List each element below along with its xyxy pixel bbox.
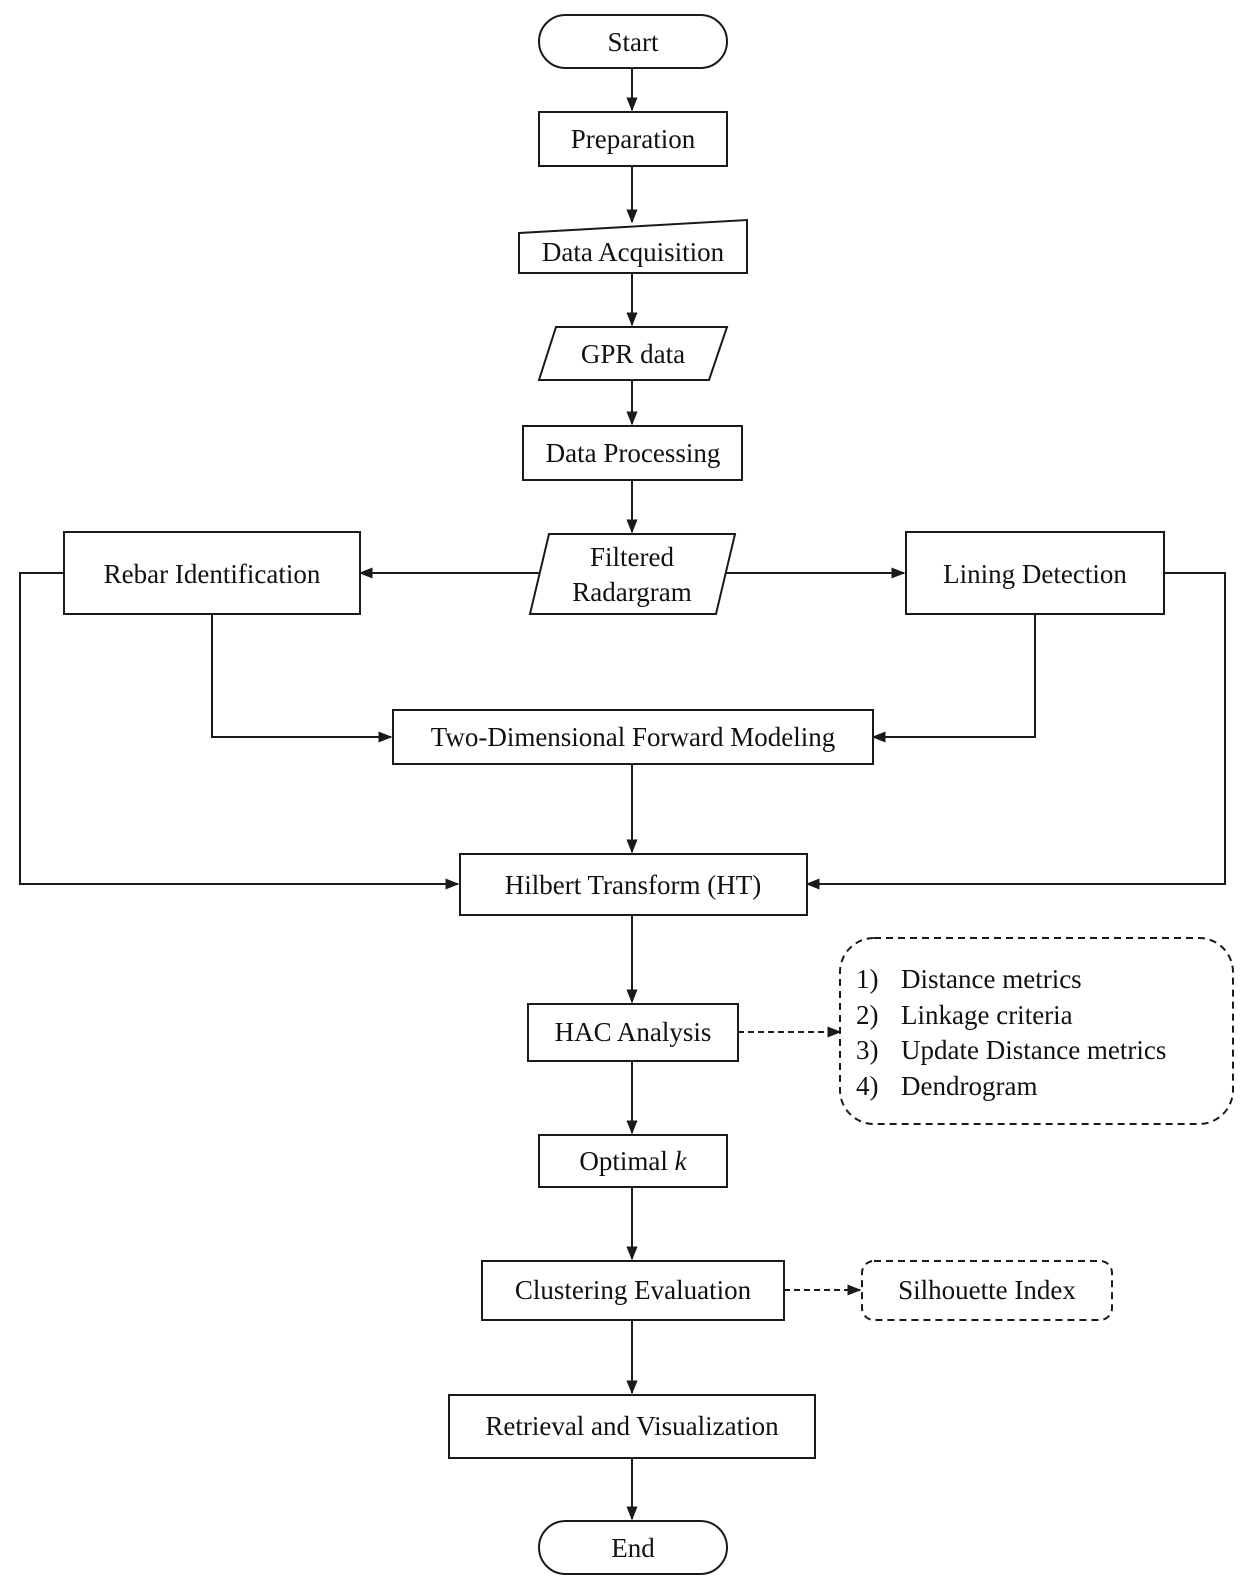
hac-step-3-text: Update Distance metrics (901, 1035, 1166, 1065)
node-start: Start (538, 14, 728, 69)
optimal-k-prefix: Optimal (579, 1146, 674, 1176)
node-lining-detection: Lining Detection (905, 531, 1165, 615)
node-filtered-radargram-line1: Filtered (590, 542, 674, 572)
arrow-rebar-to-ht (19, 572, 460, 890)
node-rebar-identification-label: Rebar Identification (104, 559, 321, 589)
node-hac-analysis: HAC Analysis (527, 1003, 739, 1062)
node-clustering-evaluation-label: Clustering Evaluation (515, 1275, 752, 1305)
node-gpr-data: GPR data (537, 326, 729, 381)
node-data-processing: Data Processing (522, 425, 743, 481)
node-rebar-identification: Rebar Identification (63, 531, 361, 615)
connectors (19, 68, 1226, 1521)
hac-step-3-number: 3) (856, 1035, 879, 1065)
node-optimal-k-label: Optimal k (579, 1146, 687, 1176)
node-retrieval-visualization-label: Retrieval and Visualization (485, 1411, 779, 1441)
arrow-lining-to-ht (805, 572, 1226, 890)
node-retrieval-visualization: Retrieval and Visualization (448, 1394, 816, 1459)
node-end-label: End (611, 1533, 655, 1563)
arrow-rebar-to-forward-modeling (211, 614, 393, 743)
hac-step-2-number: 2) (856, 1000, 879, 1030)
hac-step-1-text: Distance metrics (901, 964, 1082, 994)
hac-step-4-number: 4) (856, 1071, 879, 1101)
node-data-acquisition: Data Acquisition (518, 218, 748, 274)
node-hac-steps: 1) Distance metrics 2) Linkage criteria … (839, 937, 1234, 1125)
node-silhouette-index-label: Silhouette Index (898, 1275, 1076, 1305)
node-gpr-data-label: GPR data (581, 339, 685, 369)
node-start-label: Start (608, 27, 659, 57)
arrow-lining-to-forward-modeling (871, 614, 1036, 743)
node-data-acquisition-label: Data Acquisition (542, 237, 725, 267)
node-preparation-label: Preparation (571, 124, 696, 154)
hac-step-1-number: 1) (856, 964, 879, 994)
node-data-processing-label: Data Processing (546, 438, 721, 468)
node-clustering-evaluation: Clustering Evaluation (481, 1260, 785, 1321)
hac-step-2-text: Linkage criteria (901, 1000, 1073, 1030)
node-optimal-k: Optimal k (538, 1134, 728, 1188)
hac-step-4-text: Dendrogram (901, 1071, 1037, 1101)
node-preparation: Preparation (538, 111, 728, 167)
node-filtered-radargram: Filtered Radargram (528, 533, 737, 615)
node-forward-modeling: Two-Dimensional Forward Modeling (392, 709, 874, 765)
node-filtered-radargram-line2: Radargram (572, 577, 691, 607)
node-lining-detection-label: Lining Detection (943, 559, 1127, 589)
node-forward-modeling-label: Two-Dimensional Forward Modeling (431, 722, 836, 752)
node-hilbert-transform: Hilbert Transform (HT) (459, 853, 808, 916)
node-silhouette-index: Silhouette Index (861, 1260, 1113, 1321)
node-end: End (538, 1520, 728, 1575)
node-hilbert-transform-label: Hilbert Transform (HT) (505, 870, 761, 900)
optimal-k-variable: k (675, 1146, 688, 1176)
node-hac-analysis-label: HAC Analysis (555, 1017, 712, 1047)
